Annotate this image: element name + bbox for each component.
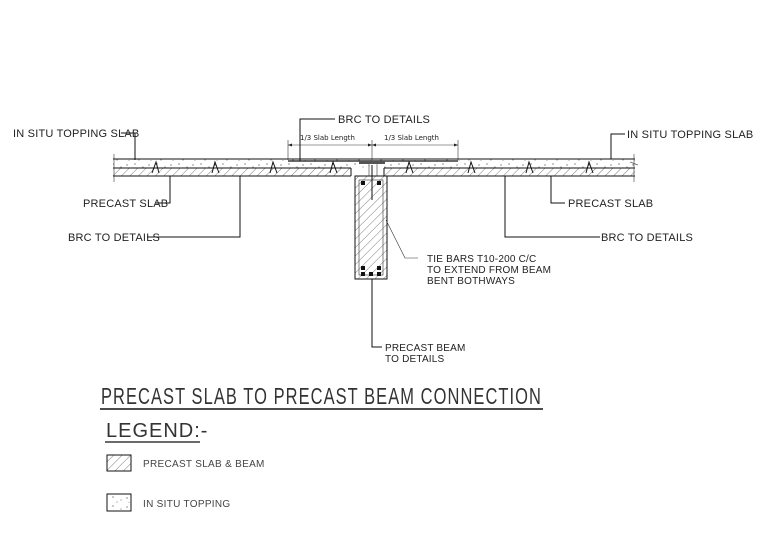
brc-mesh-top	[288, 160, 458, 164]
break-line-right	[629, 154, 639, 182]
precast-slab-left	[113, 167, 352, 177]
legend-label-precast: PRECAST SLAB & BEAM	[143, 459, 265, 470]
drawing-title: PRECAST SLAB TO PRECAST BEAM CONNECTION	[101, 383, 542, 409]
label-precast-beam-2: TO DETAILS	[385, 354, 445, 365]
legend-label-in-situ: IN SITU TOPPING	[143, 499, 230, 510]
dotted-pattern-icon	[106, 493, 132, 512]
legend-heading: LEGEND:-	[106, 420, 208, 442]
dimension-right-label: 1/3 Slab Length	[384, 134, 439, 142]
label-brc-left: BRC TO DETAILS	[68, 232, 160, 244]
lattice-girders	[151, 160, 594, 174]
label-tie-bars-2: TO EXTEND FROM BEAM	[427, 265, 551, 276]
label-precast-slab-right: PRECAST SLAB	[568, 198, 653, 210]
dimension-lines	[287, 140, 459, 160]
label-tie-bars-1: TIE BARS T10-200 C/C	[427, 254, 536, 265]
label-brc-top: BRC TO DETAILS	[338, 114, 430, 126]
label-in-situ-right: IN SITU TOPPING SLAB	[627, 129, 753, 141]
precast-beam	[354, 165, 388, 280]
legend-item-in-situ: IN SITU TOPPING	[106, 493, 230, 512]
label-tie-bars-3: BENT BOTHWAYS	[427, 276, 515, 287]
dimension-left-label: 1/3 Slab Length	[300, 134, 355, 142]
legend-item-precast: PRECAST SLAB & BEAM	[106, 454, 265, 472]
precast-slab-right	[383, 167, 635, 177]
leader-lines	[121, 118, 625, 348]
label-precast-beam-1: PRECAST BEAM	[385, 343, 466, 354]
hatch-pattern-icon	[106, 454, 132, 472]
label-precast-slab-left: PRECAST SLAB	[83, 198, 168, 210]
label-in-situ-left: IN SITU TOPPING SLAB	[13, 128, 139, 140]
label-brc-right: BRC TO DETAILS	[601, 232, 693, 244]
